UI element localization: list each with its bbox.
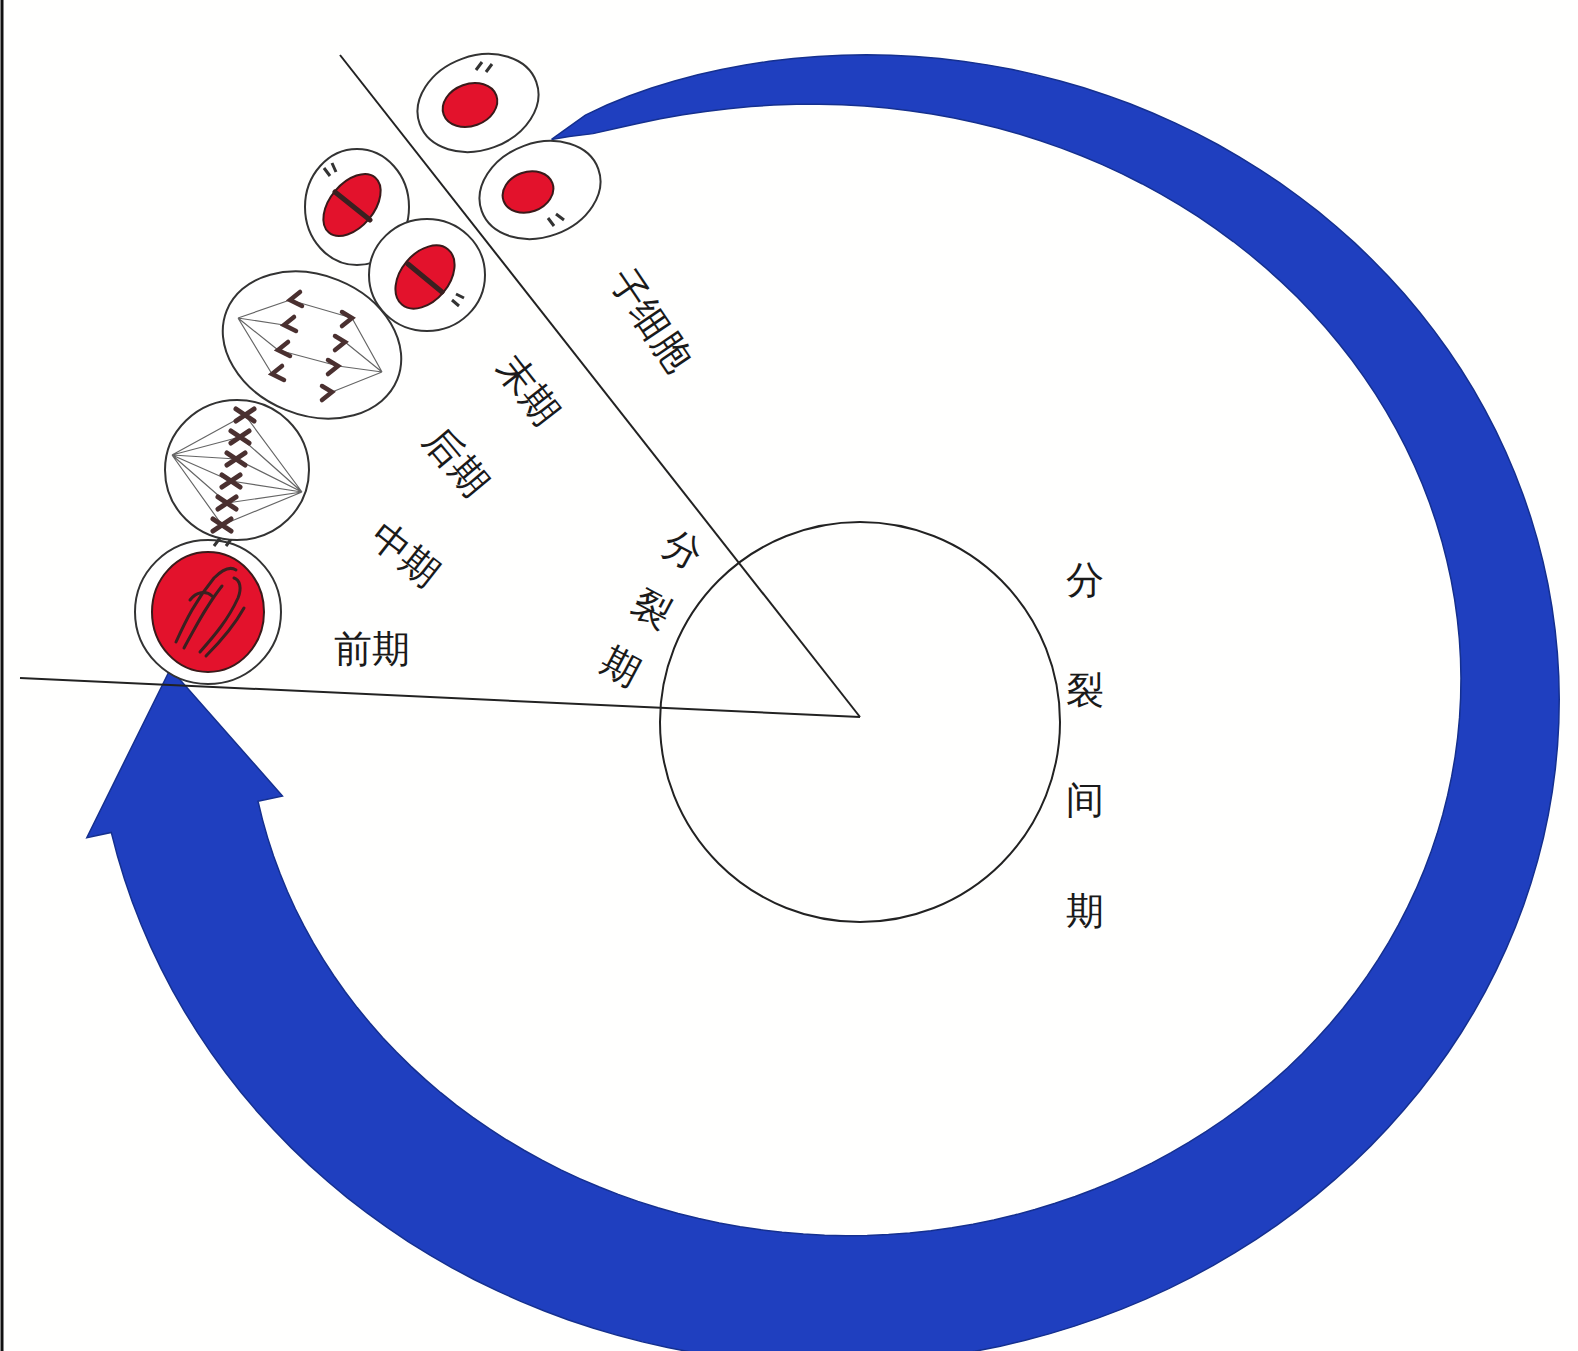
phase-label: 后期	[414, 418, 498, 506]
phase-label: 前期	[334, 627, 410, 673]
cycle-circle	[660, 522, 1060, 922]
daughter-cell	[466, 125, 615, 256]
sector-line	[340, 55, 860, 717]
stage-label: 分裂期	[588, 511, 715, 705]
phase-label: 末期	[487, 346, 570, 434]
stage-label: 分裂间期	[1066, 525, 1104, 966]
cycle-arrow-band	[87, 55, 1559, 1351]
frame-line	[1, 0, 4, 1351]
phase-label: 中期	[361, 514, 449, 597]
metaphase-cell	[165, 400, 309, 540]
cycle-arrow	[87, 55, 1559, 1351]
prophase-cell	[135, 538, 281, 684]
sector-line	[20, 678, 860, 717]
telophase-cell	[305, 149, 485, 331]
daughter-cell-label: 子细胞	[599, 260, 701, 380]
